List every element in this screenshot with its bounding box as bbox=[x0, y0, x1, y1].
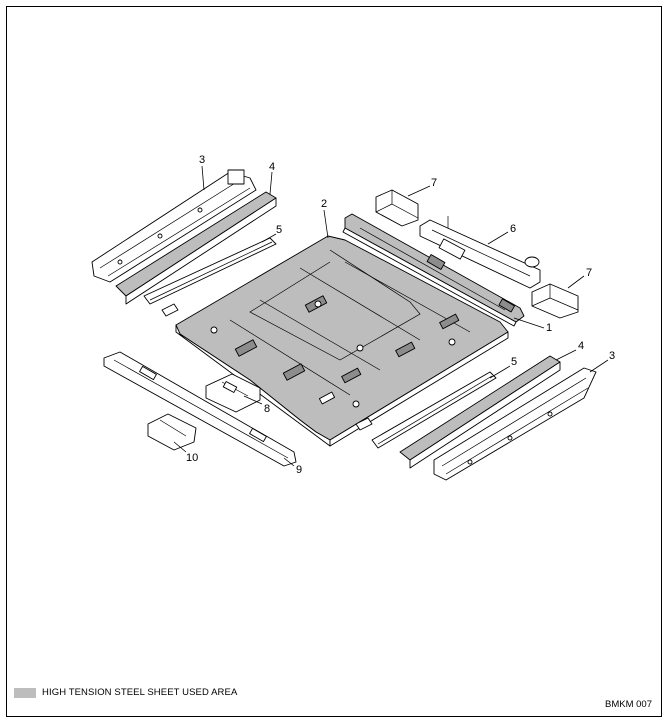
legend-swatch bbox=[14, 688, 36, 698]
leader-lines bbox=[173, 165, 609, 467]
crossmember-part-6 bbox=[419, 216, 541, 289]
callout-2: 2 bbox=[321, 198, 327, 210]
callout-9: 9 bbox=[296, 464, 302, 476]
bracket-part-10 bbox=[147, 413, 197, 451]
side-sill-part-3-lower bbox=[433, 367, 597, 481]
callout-7-lower: 7 bbox=[586, 267, 592, 279]
side-member-part-1 bbox=[342, 213, 525, 327]
reinforcement-part-4-upper bbox=[115, 191, 277, 305]
bracket-part-7-lower bbox=[531, 283, 579, 319]
callout-3-lower: 3 bbox=[609, 350, 615, 362]
callout-4-upper: 4 bbox=[269, 161, 275, 173]
figure-frame bbox=[6, 6, 662, 717]
callout-5-lower: 5 bbox=[511, 356, 517, 368]
floor-panel-part-2 bbox=[175, 235, 509, 447]
callout-4-lower: 4 bbox=[578, 340, 584, 352]
rail-part-5-upper bbox=[143, 237, 277, 317]
callout-7-upper: 7 bbox=[431, 177, 437, 189]
bracket-part-8 bbox=[205, 373, 261, 413]
bracket-part-7-upper bbox=[375, 189, 419, 227]
callout-10: 10 bbox=[186, 452, 198, 464]
crossmember-part-9 bbox=[103, 351, 297, 467]
callout-1: 1 bbox=[546, 322, 552, 334]
legend-label: HIGH TENSION STEEL SHEET USED AREA bbox=[42, 687, 238, 698]
callout-8: 8 bbox=[264, 403, 270, 415]
callout-5-upper: 5 bbox=[276, 224, 282, 236]
callout-6: 6 bbox=[510, 223, 516, 235]
figure-code: BMKM 007 bbox=[605, 699, 652, 710]
reinforcement-part-4-lower bbox=[399, 355, 561, 469]
rail-part-5-lower bbox=[355, 371, 497, 449]
callout-labels: 3 4 5 2 7 6 7 1 5 4 3 8 9 10 bbox=[186, 154, 615, 476]
side-sill-part-3-upper bbox=[91, 169, 257, 283]
callout-3-upper: 3 bbox=[199, 154, 205, 166]
